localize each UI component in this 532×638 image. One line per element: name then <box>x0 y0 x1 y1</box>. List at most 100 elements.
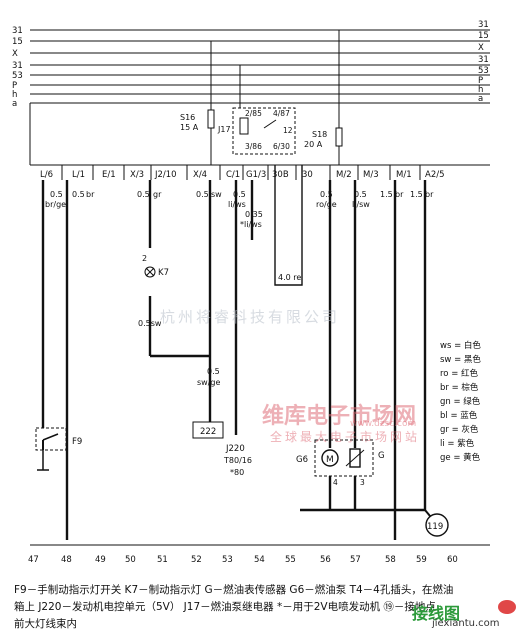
column-number-51: 51 <box>157 555 168 565</box>
ecu-j220: J220 T80/16 *80 <box>223 444 252 477</box>
bus-label-right-1: 15 <box>478 31 489 41</box>
legend-item-5: bl = 蓝色 <box>440 410 478 421</box>
column-number-57: 57 <box>350 555 361 565</box>
column-number-60: 60 <box>447 555 458 565</box>
column-number-56: 56 <box>320 555 331 565</box>
caption-line-1: 箱上 J220－发动机电控单元（5V） J17－燃油泵继电器 *－用于2V电喷发… <box>14 601 447 613</box>
wire-label-size-6: 0.5 <box>320 190 333 199</box>
central-box <box>29 103 490 166</box>
conn-label-e1: E/1 <box>102 170 116 180</box>
fuse-s16-name: S16 <box>180 113 195 122</box>
fuse-s16-body <box>207 109 215 129</box>
relay-pin-386: 3/86 <box>245 142 262 151</box>
fuse-s16: S16 15 A <box>180 41 215 165</box>
wire-label-color-5: *li/ws <box>240 220 262 229</box>
lamp-k7-pin: 2 <box>142 254 147 263</box>
wire-label-color-3: sw <box>211 190 222 199</box>
lamp-k7-name: K7 <box>158 268 169 278</box>
conn-label-c1: C/1 <box>226 170 240 180</box>
wire-label-4re: 4.0 re <box>278 273 301 282</box>
sw-ge-color: sw/ge <box>197 378 220 387</box>
legend-item-6: gr = 灰色 <box>440 424 479 435</box>
wire-label-size-5: 0.35 <box>245 210 263 219</box>
legend-item-8: ge = 黄色 <box>440 452 481 463</box>
sw-ge-size: 0.5 <box>207 367 220 376</box>
fuel-pump-unit-box <box>314 439 374 477</box>
watermark-company: 杭州将睿科技有限公司 <box>160 308 341 326</box>
ground-point-119 <box>425 513 449 537</box>
wire-label-color-0: br/ge <box>45 200 66 209</box>
fuel-pump-motor-m: M <box>326 455 334 465</box>
column-number-55: 55 <box>285 555 296 565</box>
site-logo-mark <box>498 600 516 614</box>
bus-label-right-4: 53 <box>478 66 489 76</box>
conn-label-30b: 30B <box>272 170 289 180</box>
wires <box>41 180 427 540</box>
relay-pin-285: 2/85 <box>245 109 262 118</box>
conn-label-x3: X/3 <box>130 170 144 180</box>
column-number-58: 58 <box>385 555 396 565</box>
lamp-k7-wire: 0.5sw <box>138 319 162 328</box>
relay-j17-box <box>232 107 296 155</box>
wire-label-size-3: 0.5 <box>196 190 209 199</box>
bus-label-left-6: h <box>12 90 17 100</box>
box-222-group: 0.5 sw/ge 222 <box>192 367 224 439</box>
wire-label-color-9: br <box>425 190 434 199</box>
ground-point-label: 119 <box>427 522 443 532</box>
bus-label-left-7: a <box>12 99 17 109</box>
conn-label-x4: X/4 <box>193 170 207 180</box>
fuel-sender-arrow <box>345 449 365 467</box>
wire-label-size-8: 1.5 <box>380 190 393 199</box>
fuse-s16-rating: 15 A <box>180 123 199 132</box>
wire-label-color-1: br <box>86 190 95 199</box>
column-number-47: 47 <box>28 555 39 565</box>
conn-label-j210: J2/10 <box>154 170 177 180</box>
caption: F9－手制动指示灯开关 K7－制动指示灯 G－燃油表传感器 G6－燃油泵 T4－… <box>14 582 526 633</box>
fuse-s18: S18 20 A <box>304 30 343 165</box>
lamp-k7: 2 K7 0.5sw <box>138 254 169 328</box>
legend-item-3: br = 棕色 <box>440 382 479 393</box>
conn-label-g13: G1/3 <box>246 170 266 180</box>
wire-label-size-4: 0.5 <box>233 190 246 199</box>
switch-f9: F9 <box>35 427 82 471</box>
wire-label-color-4: li/ws <box>228 200 246 209</box>
bus-label-right-5: P <box>478 76 483 86</box>
bus-label-left-1: 15 <box>12 37 23 47</box>
ground-bus: 119 <box>300 508 449 537</box>
column-number-48: 48 <box>61 555 72 565</box>
legend-item-0: ws = 白色 <box>440 340 481 351</box>
bus-lines <box>30 29 490 104</box>
switch-f9-contact <box>42 433 59 441</box>
wire-label-color-7: li/sw <box>352 200 370 209</box>
wire-label-size-1: 0.5 <box>72 190 85 199</box>
bus-label-left-3: 31 <box>12 61 23 71</box>
bus-label-right-2: X <box>478 43 484 53</box>
bus-label-left-0: 31 <box>12 26 23 36</box>
legend-item-7: li = 紫色 <box>440 438 475 449</box>
conn-label-m3: M/3 <box>363 170 379 180</box>
relay-pin-12: 12 <box>283 126 293 135</box>
site-logo: 接线图 jiexiantu.com <box>392 598 524 632</box>
legend-item-4: gn = 绿色 <box>440 396 481 407</box>
column-number-50: 50 <box>125 555 136 565</box>
relay-j17-contact <box>263 119 277 129</box>
box-222 <box>192 421 224 439</box>
column-number-59: 59 <box>416 555 427 565</box>
bus-label-right-3: 31 <box>478 55 489 65</box>
watermark-site: 维库电子市场网 <box>262 404 417 429</box>
wire-label-size-0: 0.5 <box>50 190 63 199</box>
switch-f9-box <box>35 427 67 451</box>
relay-pin-630: 6/30 <box>273 142 290 151</box>
wire-label-size-2: 0.5 <box>137 190 150 199</box>
ground-point-link <box>424 509 431 517</box>
fuel-pump-unit: M G6 G 4 3 <box>296 439 385 510</box>
relay-j17-name: J17 <box>217 125 231 134</box>
wire-30b-30-loop <box>274 165 303 286</box>
wire-label-color-6: ro/ge <box>316 200 337 209</box>
fuse-s18-name: S18 <box>312 130 327 139</box>
conn-label-l1: L/1 <box>72 170 85 180</box>
fuse-s18-rating: 20 A <box>304 140 323 149</box>
column-number-54: 54 <box>254 555 265 565</box>
conn-label-30: 30 <box>302 170 313 180</box>
